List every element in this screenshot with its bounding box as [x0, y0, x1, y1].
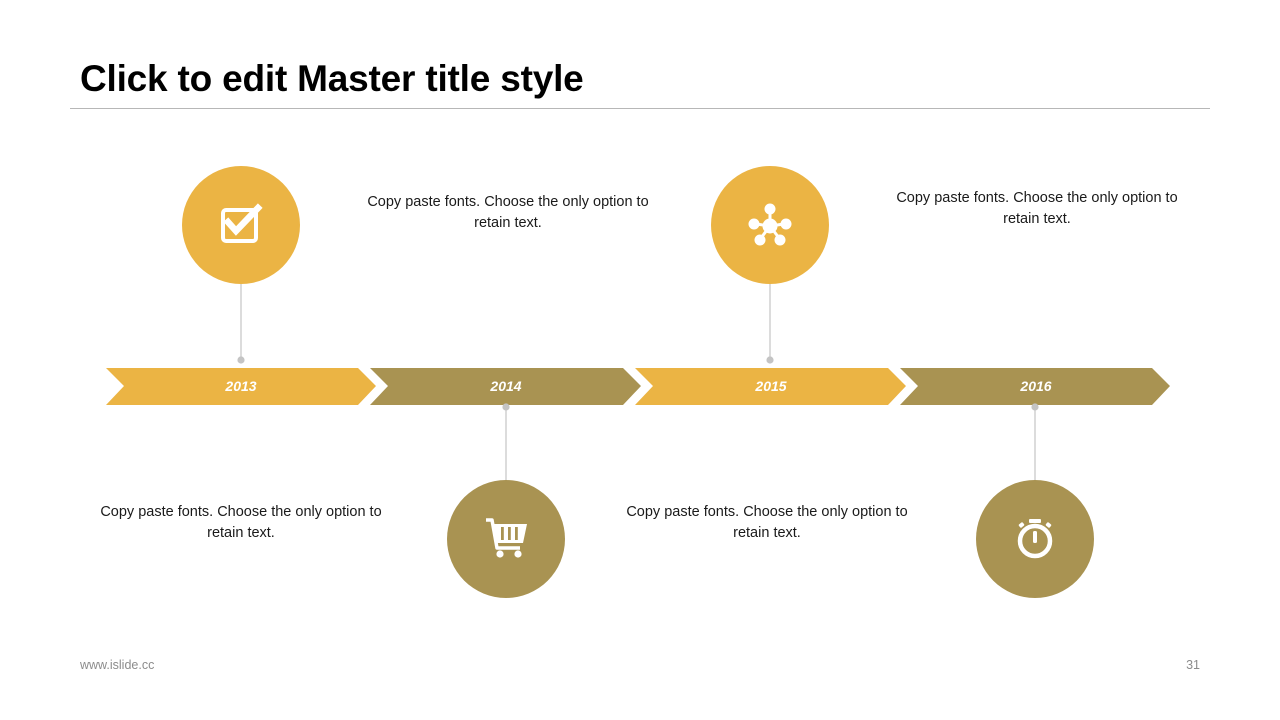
- title-divider: [70, 108, 1210, 109]
- shopping-cart-icon: [486, 518, 527, 558]
- milestone-description-2014: Copy paste fonts. Choose the only option…: [367, 194, 649, 231]
- milestone-description-2015: Copy paste fonts. Choose the only option…: [626, 504, 908, 541]
- timeline-chevron-2015: [635, 368, 906, 405]
- connector-dot-2015: [766, 356, 774, 364]
- connector-dot-2014: [502, 403, 510, 411]
- milestone-description-2016: Copy paste fonts. Choose the only option…: [896, 190, 1178, 227]
- connector-dot-2013: [237, 356, 245, 364]
- stopwatch-icon: [1017, 519, 1053, 559]
- connector-dot-2016: [1031, 403, 1039, 411]
- year-label-2014: 2014: [489, 378, 521, 394]
- year-label-2013: 2013: [224, 378, 256, 394]
- year-label-2015: 2015: [754, 378, 786, 394]
- milestone-description-2013: Copy paste fonts. Choose the only option…: [100, 504, 382, 541]
- timeline-chevron-2016: [900, 368, 1170, 405]
- network-nodes-icon: [748, 203, 792, 246]
- checkbox-icon: [221, 203, 263, 243]
- footer-url: www.islide.cc: [80, 658, 155, 672]
- page-number: 31: [1186, 658, 1200, 672]
- timeline-chevron-2014: [370, 368, 641, 405]
- slide-title: Click to edit Master title style: [80, 58, 584, 99]
- timeline-chevron-2013: [106, 368, 376, 405]
- year-label-2016: 2016: [1019, 378, 1051, 394]
